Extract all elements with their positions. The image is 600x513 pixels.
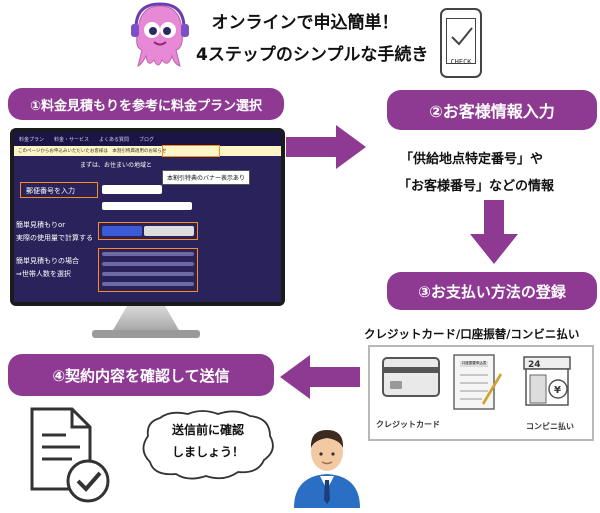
simple-line1: 簡単見積もりの場合 — [16, 257, 79, 265]
phone-check-label: CHECK — [450, 58, 472, 66]
payment-methods-box: クレジットカード 口座振替申込書 24 ¥ コンビニ払い — [368, 345, 594, 441]
step4-label: ④契約内容を確認して送信 — [8, 354, 274, 396]
info-line1: 「供給地点特定番号」や — [400, 152, 544, 167]
simple-estimate-tab[interactable] — [102, 226, 142, 236]
phone-check-icon: CHECK — [440, 8, 482, 78]
banner-note: 本割引特典のバナー表示あり — [162, 170, 251, 185]
convenience-store-icon: 24 ¥ — [522, 355, 572, 407]
bubble-line1: 送信前に確認 — [171, 423, 244, 437]
credit-card-label: クレジットカード — [376, 420, 440, 429]
application-form-screen: 料金プラン 料金・サービス よくある質問 ブログ このページからお申込みいただい… — [14, 132, 281, 302]
simple-line2: ⇒世帯人数を選択 — [16, 270, 71, 278]
headline-line2: 4ステップのシンプルな手続き — [196, 45, 429, 65]
svg-text:24: 24 — [528, 360, 541, 370]
arrow-down-icon — [470, 200, 518, 264]
speech-bubble — [142, 410, 274, 480]
document-check-icon — [16, 405, 116, 505]
estimate-line2: 実際の使用量で計算する — [16, 234, 93, 242]
household-option[interactable] — [102, 262, 194, 266]
monitor: 料金プラン 料金・サービス よくある質問 ブログ このページからお申込みいただい… — [10, 128, 285, 306]
credit-card-icon — [382, 357, 440, 397]
arrow-left-icon — [280, 355, 360, 399]
octopus-mascot-icon — [128, 0, 192, 74]
zip-highlight — [20, 182, 98, 198]
payment-methods-title: クレジットカード/口座振替/コンビニ払い — [364, 327, 580, 341]
headline-line1: オンラインで申込簡単！ — [211, 13, 399, 33]
step1-label: ①料金見積もりを参考に料金プラン選択 — [8, 88, 284, 120]
monitor-base — [92, 330, 200, 338]
bubble-line2: しましょう！ — [171, 445, 244, 459]
monitor-stand — [112, 306, 180, 332]
estimate-line1: 簡単見積もりor — [16, 221, 66, 229]
bank-transfer-form-icon: 口座振替申込書 — [452, 353, 502, 413]
household-option[interactable] — [102, 282, 194, 286]
bank-transfer-form-label: 口座振替申込書 — [461, 361, 487, 365]
usage-estimate-tab[interactable] — [144, 226, 194, 236]
household-option[interactable] — [102, 272, 194, 276]
svg-text:¥: ¥ — [554, 385, 561, 396]
household-option[interactable] — [102, 252, 194, 256]
banner-highlight — [162, 145, 220, 157]
estimate-highlight — [98, 222, 198, 240]
area-select[interactable] — [102, 202, 192, 210]
household-highlight — [98, 248, 198, 292]
screen-banner: このページからお申込みいただいたお客様は 本割引特典適用のお知らせ — [14, 146, 281, 156]
zip-label: 郵便番号を入力 — [26, 187, 75, 195]
businessman-icon — [290, 420, 364, 508]
zip-input[interactable] — [102, 185, 162, 194]
screen-heading: まずは、お住まいの地域と — [80, 162, 153, 169]
step2-label: ②お客様情報入力 — [387, 90, 597, 130]
step3-label: ③お支払い方法の登録 — [387, 272, 597, 310]
screen-nav: 料金プラン 料金・サービス よくある質問 ブログ — [14, 132, 281, 146]
info-line2: 「お客様番号」などの情報 — [398, 179, 555, 194]
konbini-label: コンビニ払い — [526, 422, 574, 431]
arrow-right-icon — [286, 125, 366, 169]
